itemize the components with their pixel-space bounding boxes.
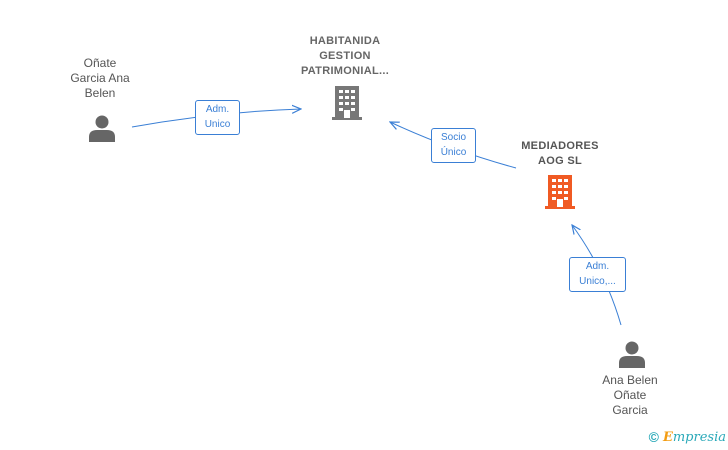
edge-label-adm-unico-more[interactable]: Adm. Unico,... [569,257,626,292]
edge-label-adm-unico[interactable]: Adm. Unico [195,100,240,135]
node-person-1[interactable]: Oñate Garcia Ana Belen [60,56,140,146]
node-company-habitanida[interactable]: HABITANIDA GESTION PATRIMONIAL... [290,34,400,124]
person-1-name: Oñate Garcia Ana Belen [70,56,130,100]
copyright-icon: © [648,429,659,445]
person-2-name: Ana Belen Oñate Garcia [602,373,658,417]
person-icon [619,341,645,368]
empresia-watermark: © Empresia [649,429,726,445]
node-company-mediadores[interactable]: MEDIADORES AOG SL [505,139,615,214]
building-icon [545,175,575,209]
company-habitanida-name: HABITANIDA GESTION PATRIMONIAL... [300,35,390,77]
building-icon [332,86,362,120]
node-person-2[interactable]: Ana Belen Oñate Garcia [590,336,670,420]
edge-label-socio-unico[interactable]: Socio Único [431,128,476,163]
company-mediadores-name: MEDIADORES AOG SL [521,140,599,167]
person-icon [89,115,115,142]
brand-name: Empresia [662,429,726,445]
